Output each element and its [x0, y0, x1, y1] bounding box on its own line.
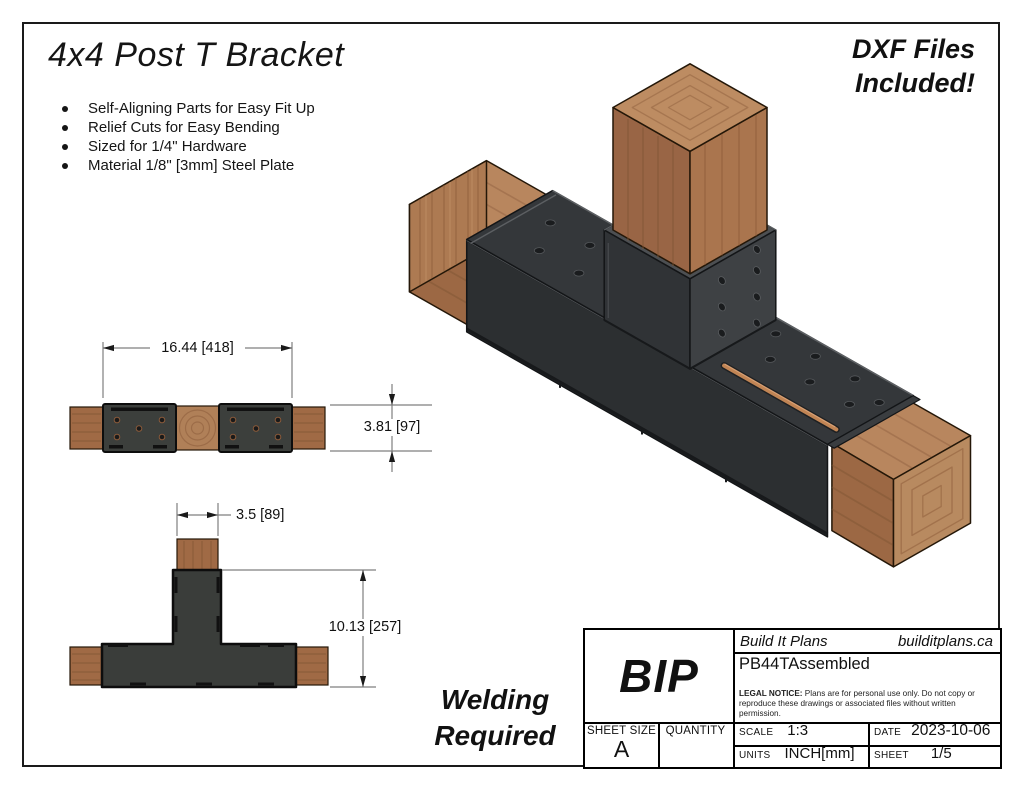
- page-title: 4x4 Post T Bracket: [48, 36, 345, 74]
- title-block-divider: [733, 630, 735, 767]
- legal-notice-label: LEGAL NOTICE:: [739, 689, 803, 698]
- company-name: Build It Plans: [740, 632, 828, 650]
- front-left-wood: [69, 646, 103, 686]
- front-right-wood: [295, 646, 329, 686]
- sheet-number-value: 1/5: [930, 745, 952, 762]
- dim-label-overall-depth: 3.81 [97]: [352, 419, 432, 436]
- front-view: [69, 503, 376, 689]
- front-post-wood: [176, 538, 219, 572]
- dim-post-width: [176, 503, 231, 536]
- plan-left-wood: [69, 406, 104, 450]
- isometric-view: [408, 63, 972, 568]
- feature-item: Sized for 1/4" Hardware: [58, 137, 315, 156]
- part-cell: PB44TAssembled LEGAL NOTICE: Plans are f…: [733, 652, 1000, 722]
- scale-label: SCALE: [739, 727, 774, 738]
- right-wing-bolt-holes: [764, 330, 885, 408]
- plan-left-plate: [102, 403, 177, 453]
- feature-item: Self-Aligning Parts for Easy Fit Up: [58, 99, 315, 118]
- scale-value: 1:3: [787, 722, 809, 739]
- sheet-border: [22, 22, 1000, 767]
- sheet-size-value: A: [613, 736, 630, 762]
- title-block: BIP SHEET SIZE A QUANTITY Build It Plans…: [583, 628, 1002, 769]
- company-row: Build It Plans builditplans.ca: [733, 630, 1000, 652]
- date-label: DATE: [874, 727, 902, 738]
- units-label: UNITS: [739, 750, 771, 761]
- feature-item: Material 1/8" [3mm] Steel Plate: [58, 156, 315, 175]
- dim-label-overall-width: 16.44 [418]: [150, 340, 245, 357]
- welding-required-note: Welding Required: [434, 684, 556, 751]
- iso-post-wood: [612, 63, 768, 275]
- units-cell: UNITS INCH[mm]: [733, 745, 868, 791]
- quantity-cell: QUANTITY: [658, 722, 733, 767]
- quantity-label: QUANTITY: [665, 725, 726, 737]
- feature-item: Relief Cuts for Easy Bending: [58, 118, 315, 137]
- iso-left-beam-wood: [408, 159, 549, 328]
- sheet-number-label: SHEET: [874, 750, 909, 761]
- feature-list: Self-Aligning Parts for Easy Fit Up Reli…: [58, 99, 315, 175]
- front-t-bracket: [100, 568, 298, 689]
- date-cell: DATE 2023-10-06: [868, 722, 1000, 791]
- title-block-divider: [733, 652, 1000, 654]
- scale-cell: SCALE 1:3: [733, 722, 868, 791]
- sleeve-bolt-holes: [718, 245, 761, 338]
- title-block-divider: [733, 722, 1000, 724]
- dxf-files-note: DXF Files Included!: [851, 34, 975, 98]
- plan-view: [69, 342, 432, 472]
- plan-center-wood: [175, 405, 220, 451]
- dim-label-bracket-height: 10.13 [257]: [325, 619, 405, 636]
- relief-slot: [720, 362, 840, 433]
- title-block-divider: [733, 745, 1000, 747]
- sheet-number-cell: SHEET 1/5: [868, 745, 1000, 791]
- company-logo: BIP: [619, 650, 699, 702]
- date-value: 2023-10-06: [911, 722, 991, 739]
- legal-notice: LEGAL NOTICE: Plans are for personal use…: [739, 689, 993, 719]
- title-block-divider: [658, 722, 660, 767]
- dim-label-post-width: 3.5 [89]: [236, 507, 285, 524]
- sheet-size-cell: SHEET SIZE A: [585, 722, 658, 767]
- iso-right-beam-wood: [831, 399, 972, 568]
- legal-notice-text: Plans are for personal use only. Do not …: [739, 689, 975, 718]
- plan-right-wood: [291, 406, 326, 450]
- plan-right-plate: [218, 403, 293, 453]
- iso-right-wing-plate: [689, 316, 921, 449]
- part-number: PB44TAssembled: [739, 655, 870, 673]
- company-website: builditplans.ca: [897, 632, 993, 650]
- units-value: INCH[mm]: [784, 745, 855, 762]
- sheet-size-label: SHEET SIZE: [587, 725, 656, 737]
- title-block-divider: [868, 722, 870, 767]
